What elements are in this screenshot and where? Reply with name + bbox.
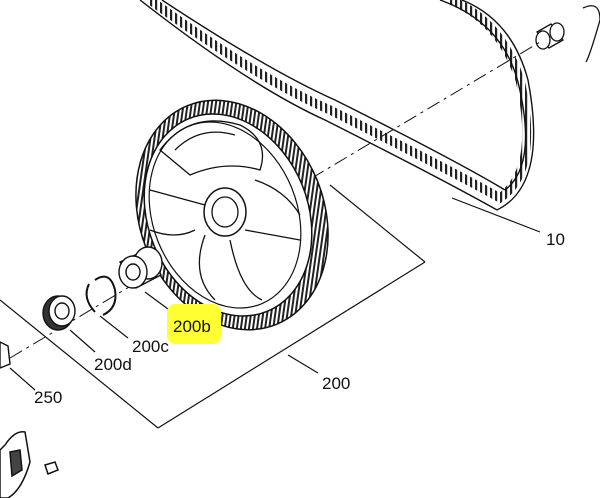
leader-lines xyxy=(9,197,541,391)
pulley-gear xyxy=(135,99,329,331)
assembly-outline xyxy=(0,184,426,429)
label-pulley-assembly: 200 xyxy=(322,374,350,393)
label-pulley: 200b xyxy=(173,317,211,336)
highlight-mark xyxy=(167,304,221,344)
top-bushing xyxy=(535,5,600,63)
label-spacer: 200c xyxy=(132,337,169,356)
label-bolt: 250 xyxy=(34,388,62,407)
bracket xyxy=(0,431,59,498)
label-belt: 10 xyxy=(546,230,565,249)
drive-belt xyxy=(139,0,535,211)
bolt xyxy=(0,341,11,369)
seal xyxy=(42,295,76,331)
label-seal: 200d xyxy=(94,355,132,374)
retaining-ring xyxy=(85,275,117,316)
spacer xyxy=(118,246,163,289)
